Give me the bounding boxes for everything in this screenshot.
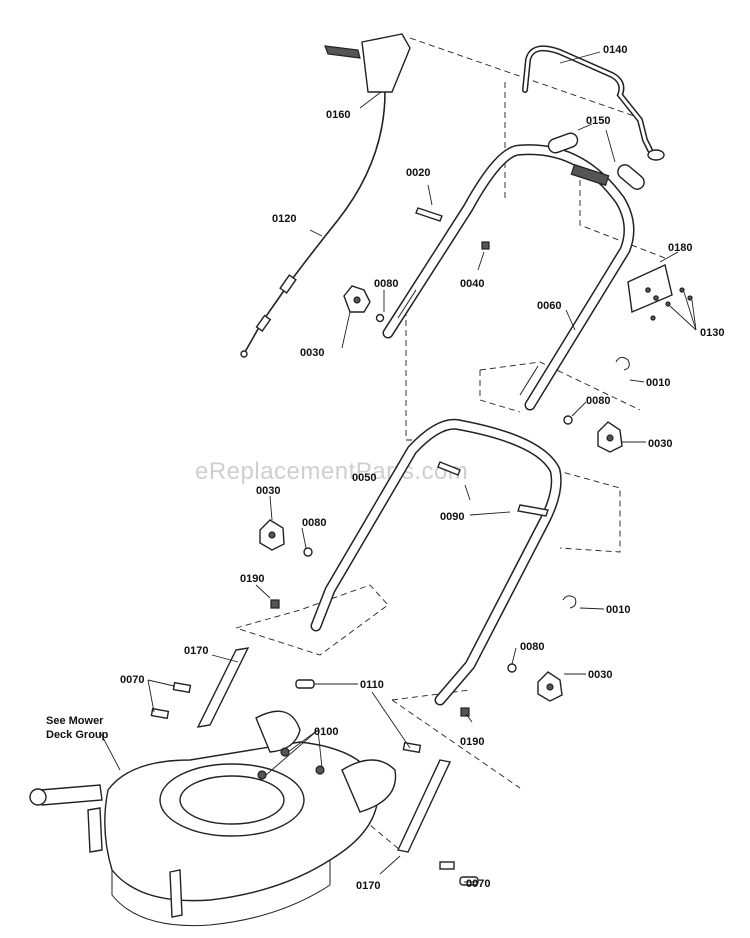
callout-0130: 0130 — [700, 327, 724, 339]
callout-0120: 0120 — [272, 213, 296, 225]
callout-labels: 0140 0160 0150 0020 0120 0080 0040 0180 … — [46, 44, 724, 892]
handle-grips — [547, 132, 645, 190]
callout-0190-left: 0190 — [240, 573, 264, 585]
washers-clips — [303, 356, 630, 673]
callout-0010-lower: 0010 — [606, 604, 630, 616]
callout-0140: 0140 — [603, 44, 627, 56]
note-line-1: See Mower — [46, 715, 104, 727]
callout-0100: 0100 — [314, 726, 338, 738]
callout-0030-lower-right: 0030 — [588, 669, 612, 681]
callout-0170-upper: 0170 — [184, 645, 208, 657]
note-line-2: Deck Group — [46, 729, 109, 741]
callout-0080-lower-right: 0080 — [520, 641, 544, 653]
callout-0050: 0050 — [352, 472, 376, 484]
callout-0070-upper: 0070 — [120, 674, 144, 686]
mower-deck — [29, 741, 379, 927]
callout-0070-lower: 0070 — [466, 878, 490, 890]
cable-control — [240, 33, 411, 358]
callout-0080-upper: 0080 — [374, 278, 398, 290]
callout-0080-right: 0080 — [586, 395, 610, 407]
callout-0080-mid-left: 0080 — [302, 517, 326, 529]
upper-hardware — [375, 207, 490, 323]
callout-0170-lower: 0170 — [356, 880, 380, 892]
callout-0020: 0020 — [406, 167, 430, 179]
knobs — [259, 285, 623, 702]
callout-0150: 0150 — [586, 115, 610, 127]
callout-0040: 0040 — [460, 278, 484, 290]
deck-brackets — [150, 647, 479, 886]
callout-0110: 0110 — [360, 679, 384, 691]
callout-0160: 0160 — [326, 109, 350, 121]
callout-0190-right: 0190 — [460, 736, 484, 748]
watermark: eReplacementParts.com — [195, 458, 468, 485]
callout-0180: 0180 — [668, 242, 692, 254]
callout-0010-upper: 0010 — [646, 377, 670, 389]
callout-0090: 0090 — [440, 511, 464, 523]
callout-0060: 0060 — [537, 300, 561, 312]
upper-handle — [382, 144, 635, 411]
callout-0030-upper-left: 0030 — [300, 347, 324, 359]
callout-0030-mid-left: 0030 — [256, 485, 280, 497]
lower-handle — [310, 418, 562, 706]
leader-lines — [99, 51, 697, 883]
bracket — [627, 264, 693, 321]
callout-0030-right: 0030 — [648, 438, 672, 450]
nuts — [270, 599, 470, 717]
control-bail — [522, 45, 665, 161]
